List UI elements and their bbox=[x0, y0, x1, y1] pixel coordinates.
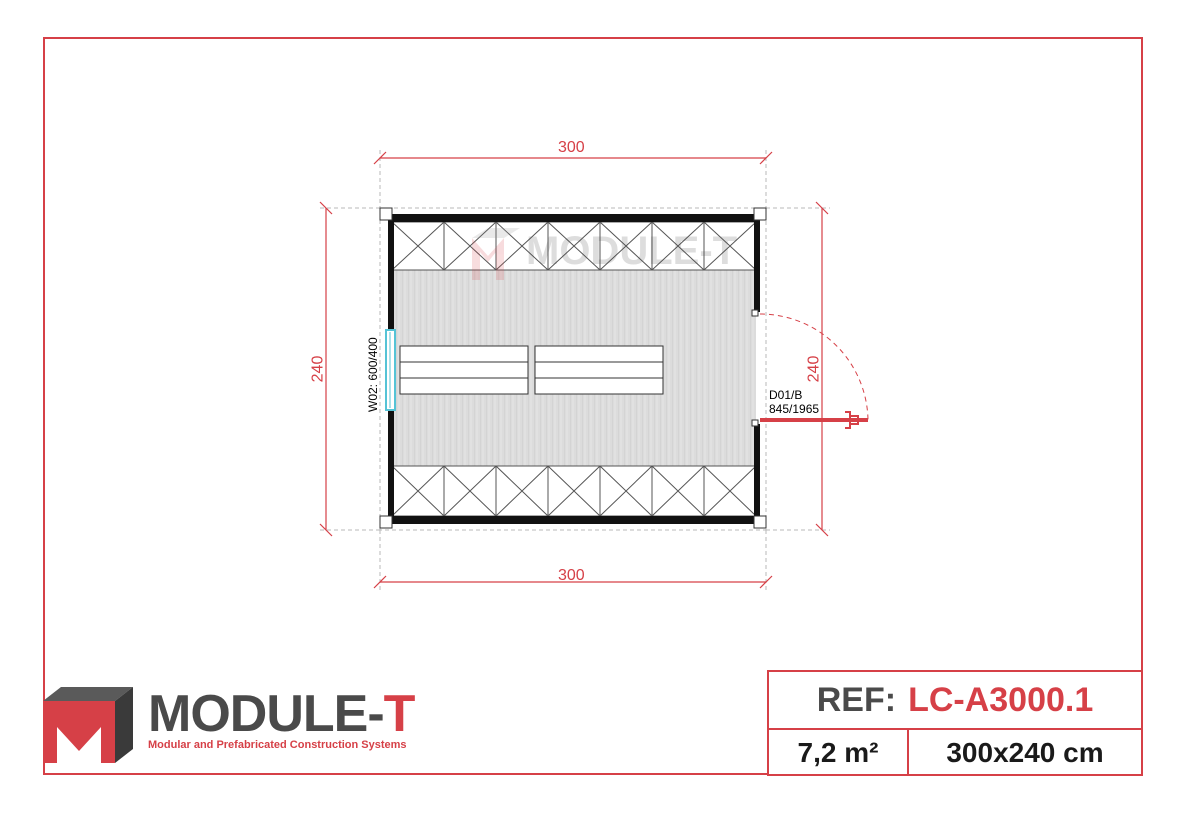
area-value: 7,2 m² bbox=[769, 730, 909, 776]
dim-bottom-label: 300 bbox=[558, 567, 585, 584]
table-right bbox=[534, 345, 664, 395]
extent-lines bbox=[320, 150, 830, 590]
watermark-text: MODULE-T bbox=[526, 229, 737, 273]
dim-left-label: 240 bbox=[309, 355, 327, 383]
title-block-size-row: 7,2 m² 300x240 cm bbox=[769, 730, 1141, 776]
door-label-line2: 845/1965 bbox=[769, 402, 820, 416]
title-block: REF: LC-A3000.1 7,2 m² 300x240 cm bbox=[767, 670, 1143, 776]
ref-value: LC-A3000.1 bbox=[908, 680, 1094, 719]
ref-label: REF: bbox=[816, 680, 897, 719]
dim-right-label: 240 bbox=[805, 355, 823, 383]
title-block-ref-row: REF: LC-A3000.1 bbox=[769, 672, 1141, 730]
door-d01 bbox=[751, 309, 869, 429]
dim-top-label: 300 bbox=[558, 139, 585, 156]
walls bbox=[388, 214, 760, 524]
bottom-cross-bracing bbox=[391, 465, 757, 517]
company-logo-icon bbox=[43, 687, 133, 763]
window-label: W02: 600/400 bbox=[366, 337, 380, 412]
brand-name: MODULE-T bbox=[148, 684, 416, 744]
window-w02 bbox=[385, 329, 396, 411]
brand-name-main: MODULE- bbox=[148, 685, 385, 743]
corner-posts bbox=[379, 207, 767, 529]
dimension-lines bbox=[319, 151, 829, 589]
table-left bbox=[399, 345, 529, 395]
brand-name-accent: T bbox=[383, 685, 416, 743]
top-cross-bracing bbox=[391, 221, 757, 271]
watermark-logo: MODULE-T bbox=[472, 228, 737, 280]
drawing-frame bbox=[43, 37, 1143, 775]
door-label-line1: D01/B bbox=[769, 388, 803, 402]
size-value: 300x240 cm bbox=[946, 737, 1104, 768]
brand-tagline: Modular and Prefabricated Construction S… bbox=[148, 739, 407, 751]
